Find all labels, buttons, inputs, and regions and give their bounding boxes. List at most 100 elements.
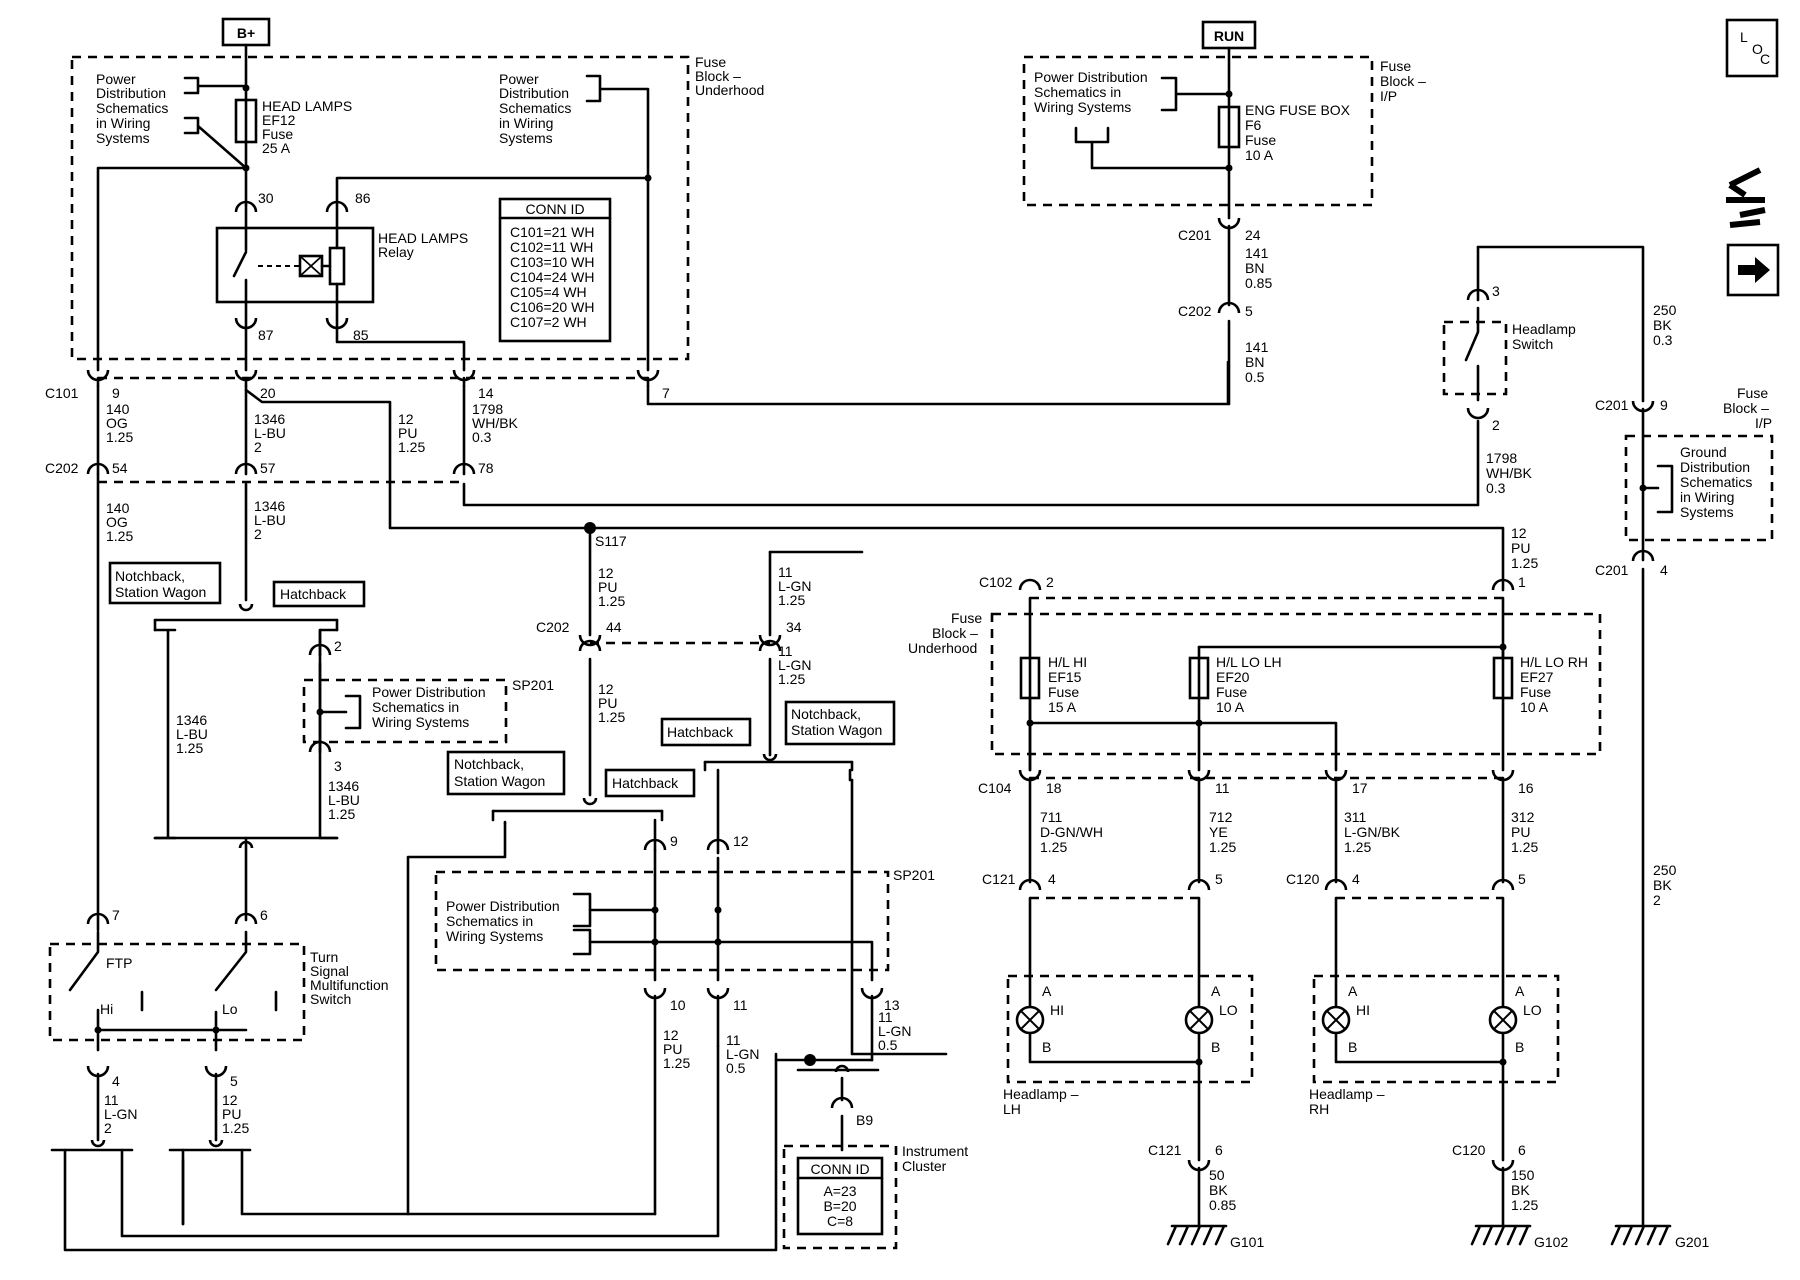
svg-text:150: 150 bbox=[1511, 1167, 1535, 1183]
svg-text:C202: C202 bbox=[45, 460, 79, 476]
svg-text:O: O bbox=[1752, 41, 1763, 57]
svg-text:LH: LH bbox=[1003, 1101, 1021, 1117]
svg-text:OG: OG bbox=[106, 514, 128, 530]
svg-text:10 A: 10 A bbox=[1216, 699, 1245, 715]
svg-text:A: A bbox=[1348, 983, 1358, 999]
svg-text:B+: B+ bbox=[237, 25, 255, 41]
svg-text:Power Distribution: Power Distribution bbox=[372, 684, 486, 700]
svg-text:140: 140 bbox=[106, 500, 130, 516]
headlamp-rh-label: Headlamp – RH bbox=[1309, 1086, 1385, 1117]
svg-text:Schematics: Schematics bbox=[1680, 474, 1752, 490]
svg-text:L-GN: L-GN bbox=[104, 1106, 137, 1122]
ground-distribution-ref: Ground Distribution Schematics in Wiring… bbox=[1624, 407, 1774, 562]
svg-text:C102=11 WH: C102=11 WH bbox=[510, 239, 593, 255]
svg-text:1.25: 1.25 bbox=[778, 592, 805, 608]
svg-text:Hatchback: Hatchback bbox=[612, 775, 679, 791]
svg-text:C120: C120 bbox=[1452, 1142, 1486, 1158]
svg-text:7: 7 bbox=[112, 907, 120, 923]
svg-text:Notchback,: Notchback, bbox=[115, 568, 185, 584]
svg-text:C107=2 WH: C107=2 WH bbox=[510, 314, 587, 330]
svg-text:0.5: 0.5 bbox=[726, 1060, 746, 1076]
variant-notchback-3: Notchback, Station Wagon bbox=[446, 750, 566, 796]
svg-text:C=8: C=8 bbox=[827, 1213, 853, 1229]
svg-text:6: 6 bbox=[1215, 1142, 1223, 1158]
svg-text:Headlamp –: Headlamp – bbox=[1309, 1086, 1385, 1102]
svg-text:C201: C201 bbox=[1178, 227, 1212, 243]
svg-text:4: 4 bbox=[1048, 871, 1056, 887]
svg-text:1.25: 1.25 bbox=[222, 1120, 249, 1136]
svg-text:141: 141 bbox=[1245, 339, 1269, 355]
svg-text:141: 141 bbox=[1245, 245, 1269, 261]
svg-text:EF20: EF20 bbox=[1216, 669, 1250, 685]
svg-text:Wiring Systems: Wiring Systems bbox=[446, 928, 543, 944]
svg-text:25 A: 25 A bbox=[262, 140, 291, 156]
svg-text:250: 250 bbox=[1653, 302, 1677, 318]
svg-text:PU: PU bbox=[1511, 824, 1530, 840]
svg-text:Notchback,: Notchback, bbox=[454, 756, 524, 772]
pds-ref-1: Power Distribution Schematics in Wiring … bbox=[96, 71, 248, 170]
svg-text:9: 9 bbox=[1660, 397, 1668, 413]
svg-text:LO: LO bbox=[1219, 1002, 1238, 1018]
svg-text:Fuse: Fuse bbox=[1245, 132, 1276, 148]
svg-text:HEAD LAMPS: HEAD LAMPS bbox=[378, 230, 468, 246]
svg-text:in Wiring: in Wiring bbox=[499, 115, 553, 131]
svg-text:5: 5 bbox=[1245, 303, 1253, 319]
svg-text:Instrument: Instrument bbox=[902, 1143, 968, 1159]
svg-text:16: 16 bbox=[1518, 780, 1534, 796]
svg-text:Hatchback: Hatchback bbox=[280, 586, 347, 602]
svg-text:Notchback,: Notchback, bbox=[791, 706, 861, 722]
right-arrow-icon[interactable] bbox=[1726, 243, 1780, 297]
connector-c201-a: C201 24 bbox=[1178, 217, 1261, 243]
svg-text:L-BU: L-BU bbox=[328, 792, 360, 808]
svg-text:L-GN: L-GN bbox=[778, 578, 811, 594]
svg-text:11: 11 bbox=[778, 564, 793, 580]
svg-text:6: 6 bbox=[1518, 1142, 1526, 1158]
svg-text:Ground: Ground bbox=[1680, 444, 1727, 460]
svg-text:L-GN/BK: L-GN/BK bbox=[1344, 824, 1401, 840]
svg-text:3: 3 bbox=[334, 758, 342, 774]
svg-text:2: 2 bbox=[334, 638, 342, 654]
connector-c102: C102 2 1 bbox=[979, 574, 1526, 600]
svg-text:Underhood: Underhood bbox=[908, 640, 977, 656]
svg-text:ENG FUSE BOX: ENG FUSE BOX bbox=[1245, 102, 1351, 118]
variant-notchback-2: Notchback, Station Wagon bbox=[784, 700, 896, 746]
svg-text:711: 711 bbox=[1040, 809, 1063, 825]
ground-g102: G102 bbox=[1470, 1224, 1568, 1250]
wrench-arrows-icon[interactable] bbox=[1726, 167, 1766, 228]
svg-text:HI: HI bbox=[1050, 1002, 1064, 1018]
svg-text:LO: LO bbox=[1523, 1002, 1542, 1018]
svg-text:Schematics in: Schematics in bbox=[1034, 84, 1121, 100]
connector-c202-b: C202 44 34 bbox=[536, 619, 802, 652]
svg-text:C120: C120 bbox=[1286, 871, 1320, 887]
pds-ref-5: Power Distribution Schematics in Wiring … bbox=[1034, 69, 1231, 170]
fuse-f6: ENG FUSE BOX F6 Fuse 10 A bbox=[1217, 102, 1351, 163]
loc-icon[interactable]: L O C bbox=[1725, 18, 1779, 78]
svg-text:PU: PU bbox=[663, 1041, 682, 1057]
svg-text:in Wiring: in Wiring bbox=[96, 115, 150, 131]
svg-text:1798: 1798 bbox=[1486, 450, 1517, 466]
headlamp-lh: A A HI LO B B bbox=[1006, 974, 1254, 1162]
svg-text:WH/BK: WH/BK bbox=[1486, 465, 1533, 481]
svg-text:Cluster: Cluster bbox=[902, 1158, 947, 1174]
svg-text:11: 11 bbox=[878, 1009, 893, 1025]
svg-text:C101=21 WH: C101=21 WH bbox=[510, 224, 594, 240]
svg-text:1.25: 1.25 bbox=[1511, 555, 1538, 571]
svg-text:85: 85 bbox=[353, 327, 369, 343]
svg-text:1346: 1346 bbox=[176, 712, 207, 728]
svg-text:L-GN: L-GN bbox=[726, 1046, 759, 1062]
ground-g101: G101 bbox=[1166, 1224, 1264, 1250]
svg-text:2: 2 bbox=[1653, 892, 1661, 908]
svg-text:Block –: Block – bbox=[1723, 400, 1769, 416]
svg-text:12: 12 bbox=[598, 681, 614, 697]
fuse-block-underhood-label: Fuse Block – Underhood bbox=[695, 54, 764, 98]
svg-text:11: 11 bbox=[104, 1092, 119, 1108]
fuse-block-underhood-2-boundary bbox=[990, 612, 1602, 756]
svg-text:1798: 1798 bbox=[472, 401, 503, 417]
svg-text:1.25: 1.25 bbox=[598, 709, 625, 725]
svg-text:Station Wagon: Station Wagon bbox=[115, 584, 206, 600]
